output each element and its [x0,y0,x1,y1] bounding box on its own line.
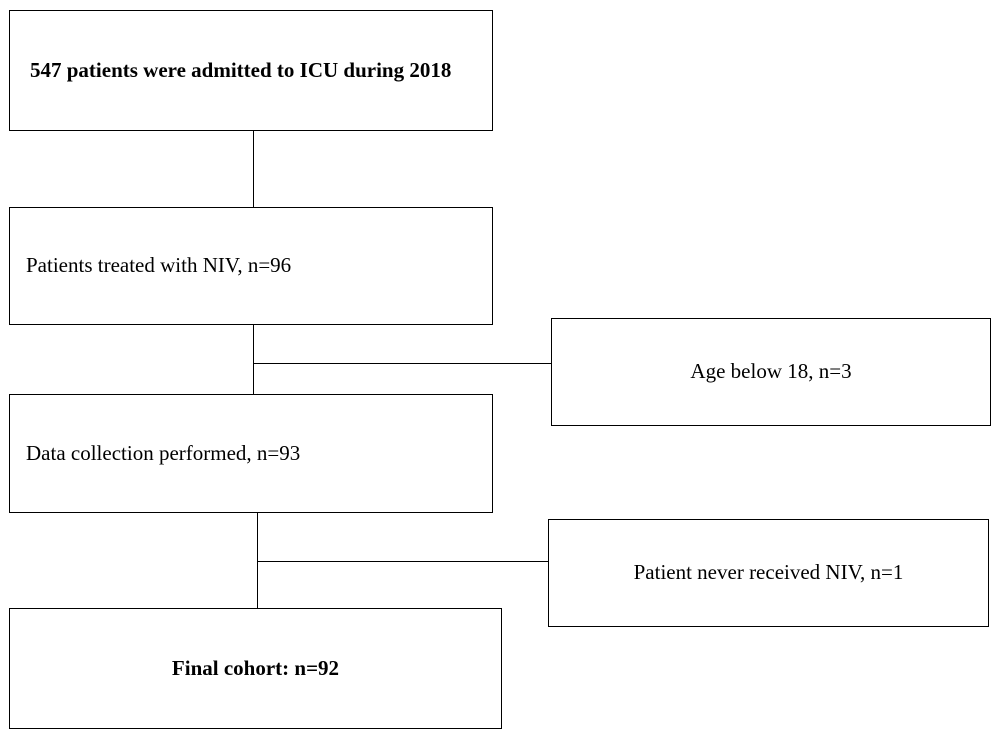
age-exclusion-text: Age below 18, n=3 [690,359,852,384]
data-collection-box: Data collection performed, n=93 [9,394,493,513]
connector-admitted-to-treated [253,131,254,207]
connector-collection-to-final [257,513,258,608]
niv-exclusion-box: Patient never received NIV, n=1 [548,519,989,627]
niv-exclusion-text: Patient never received NIV, n=1 [633,560,904,585]
admitted-text: 547 patients were admitted to ICU during… [30,57,452,82]
connector-to-age-exclusion [253,363,551,364]
connector-to-niv-exclusion [257,561,548,562]
treated-niv-box: Patients treated with NIV, n=96 [9,207,493,325]
age-exclusion-box: Age below 18, n=3 [551,318,991,426]
final-cohort-text: Final cohort: n=92 [171,655,340,680]
data-collection-text: Data collection performed, n=93 [26,440,301,465]
admitted-box: 547 patients were admitted to ICU during… [9,10,493,131]
treated-niv-text: Patients treated with NIV, n=96 [26,253,292,278]
final-cohort-box: Final cohort: n=92 [9,608,502,729]
connector-treated-to-collection [253,325,254,394]
